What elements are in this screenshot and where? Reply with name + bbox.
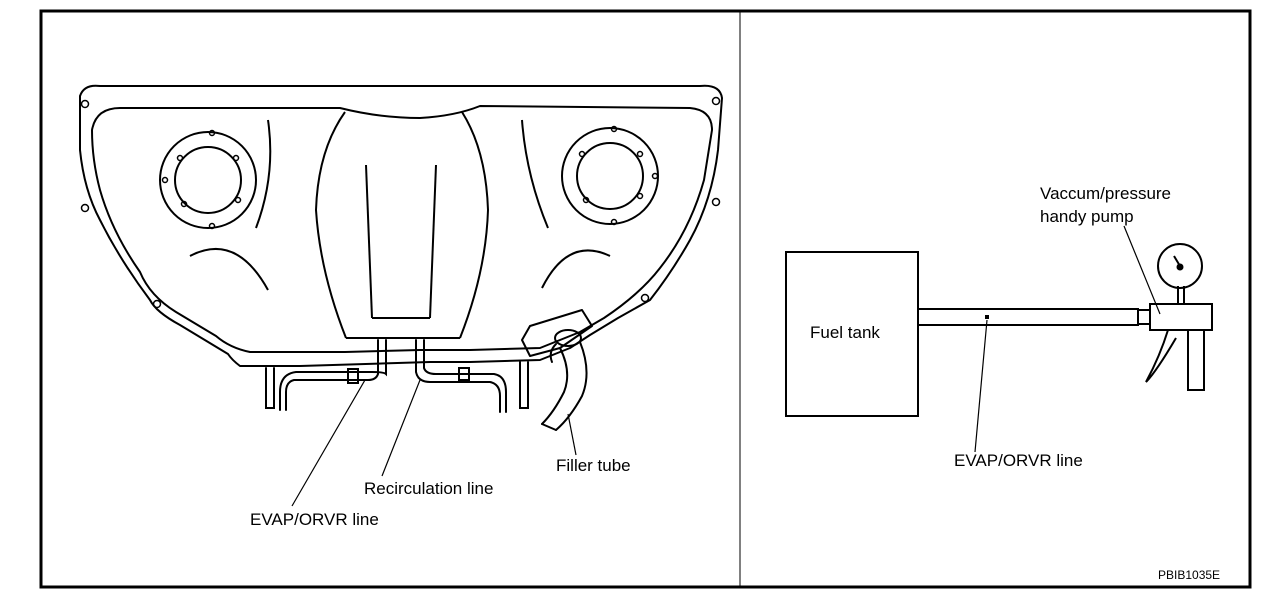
pump-body [1149, 303, 1213, 331]
leader-lines-right [974, 225, 1161, 453]
evap-orvr-line-label-left: EVAP/ORVR line [250, 510, 379, 529]
test-setup-illustration [785, 243, 1213, 417]
figure-code: PBIB1035E [1158, 568, 1221, 582]
evap-orvr-hose [917, 308, 1139, 326]
pump-gauge-center [985, 263, 1184, 319]
fuel-tank-box [785, 251, 919, 417]
fuel-tank-label: Fuel tank [810, 323, 880, 342]
leader-lines-left [291, 379, 577, 507]
evap-orvr-line-label-right: EVAP/ORVR line [954, 451, 1083, 470]
fuel-tank-illustration [79, 84, 723, 367]
tank-pipes [265, 329, 588, 431]
figure-border [39, 9, 1252, 589]
bolt-holes [80, 96, 721, 309]
pump-label-line2: handy pump [1040, 207, 1134, 226]
filler-tube-label: Filler tube [556, 456, 631, 475]
pump-label-line1: Vaccum/pressure [1040, 184, 1172, 203]
pressure-gauge [1157, 243, 1203, 289]
recirculation-line-label: Recirculation line [364, 479, 494, 498]
